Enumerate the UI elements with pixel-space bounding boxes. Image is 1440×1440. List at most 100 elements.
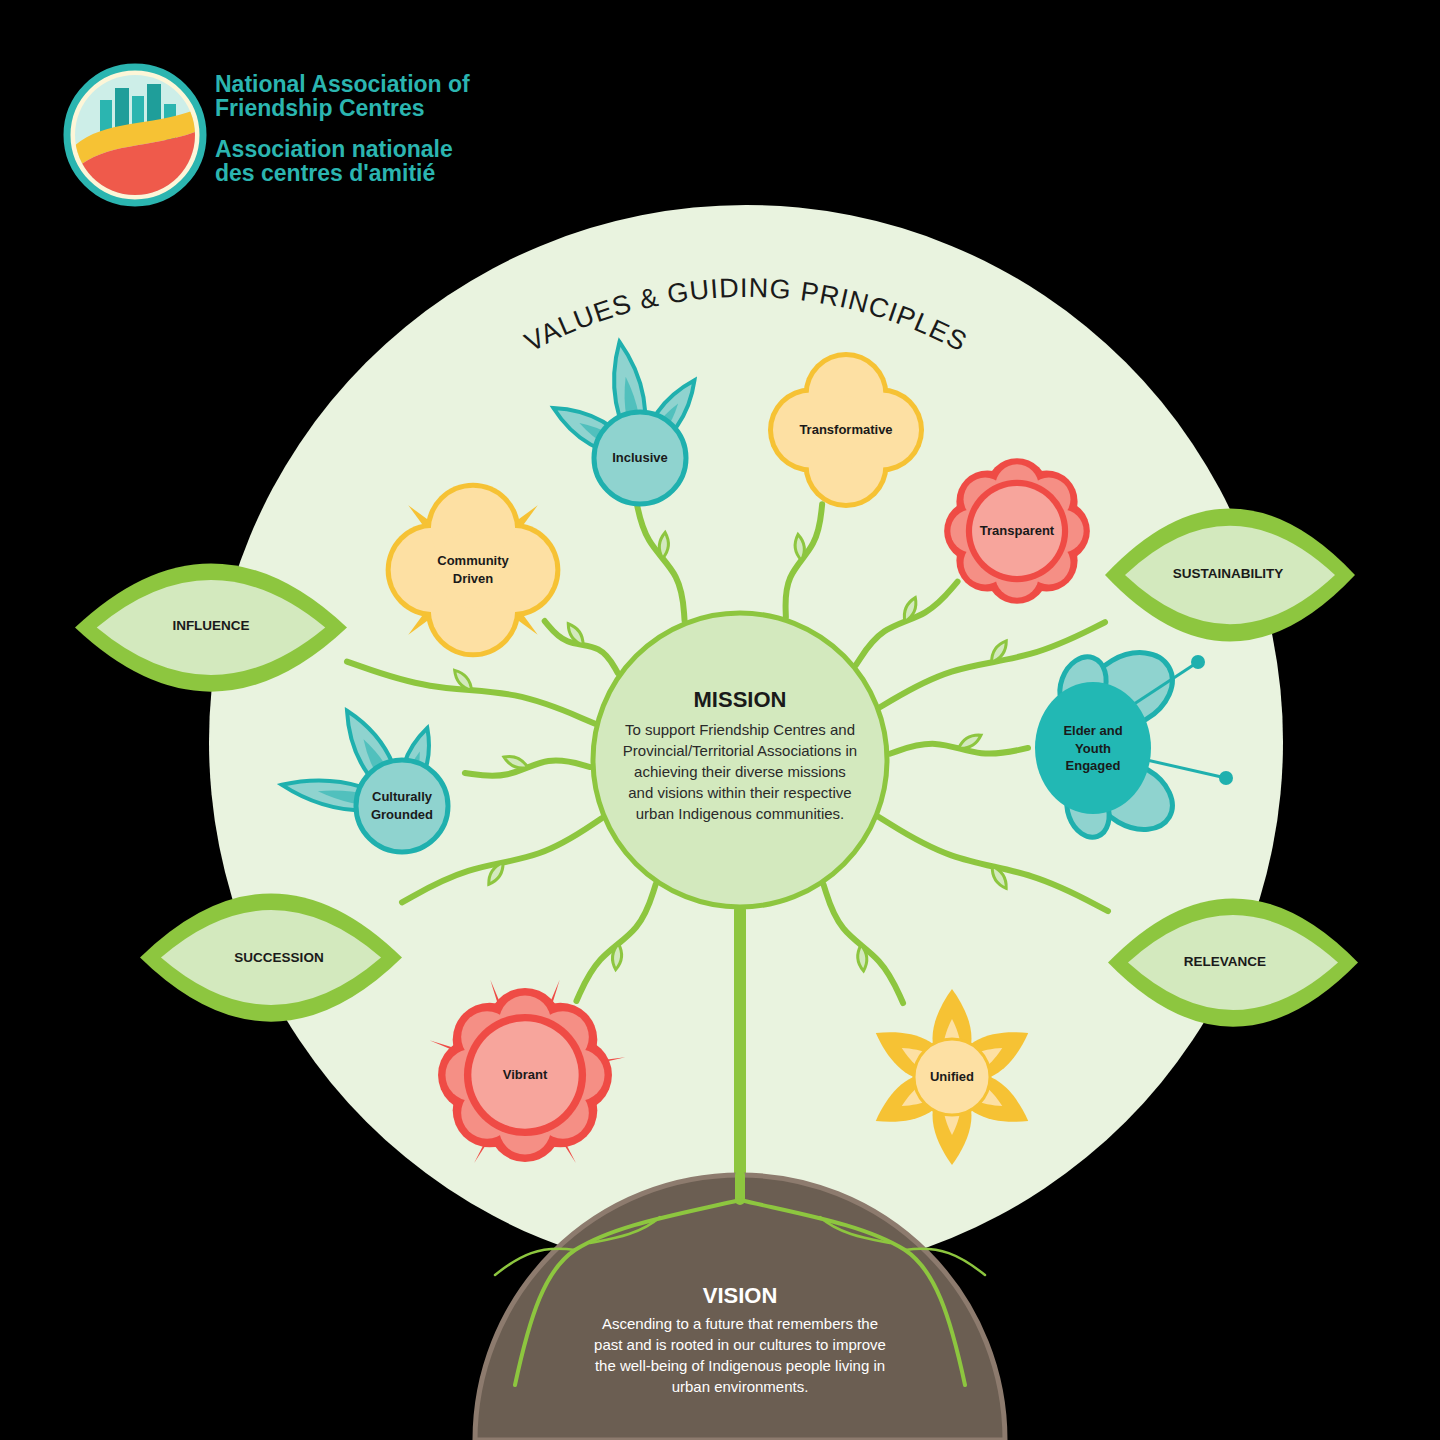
leaf-inner [97, 580, 325, 675]
stem [879, 817, 1108, 911]
text-block: Unified [912, 1068, 992, 1086]
text-block: VISION Ascending to a future that remembe… [593, 1283, 888, 1397]
antenna [1138, 758, 1226, 778]
stem-leaf [485, 860, 507, 887]
node-label: Transparent [974, 522, 1060, 540]
leaf-node: SUCCESSION [140, 890, 402, 1025]
node-shape [385, 482, 561, 658]
flower-node: Unified [858, 990, 1048, 1165]
root [820, 1217, 890, 1243]
stem [545, 621, 618, 673]
node-body: Ascending to a future that remembers the… [593, 1313, 888, 1397]
root [590, 1217, 660, 1243]
stem [824, 885, 903, 1003]
title: VALUES & GUIDING PRINCIPLES [520, 273, 972, 358]
stem-leaf [611, 943, 623, 970]
stem-leaf [956, 731, 983, 752]
stem-leaf [857, 945, 868, 972]
root [735, 1175, 745, 1200]
stem-leaf [502, 753, 529, 772]
leaf-outline [75, 563, 347, 691]
flower-node: Community Driven [385, 482, 561, 658]
flower-centre [1035, 682, 1151, 814]
stem-leaf [988, 638, 1010, 665]
leaf-inner [1125, 526, 1335, 624]
text-block: Vibrant [485, 1066, 565, 1084]
logo-ground [70, 130, 200, 200]
flower-ring [464, 1014, 586, 1136]
logo [67, 67, 203, 203]
vision-mound: VISION Ascending to a future that remembe… [475, 1175, 1005, 1440]
node-label: VISION [593, 1283, 888, 1309]
stem-leaf [901, 596, 920, 623]
flower-node: Transformative [768, 352, 924, 508]
node-label: SUSTAINABILITY [1143, 565, 1313, 583]
node-label: Vibrant [485, 1066, 565, 1084]
flower-centre [356, 760, 448, 852]
mission-circle: MISSION To support Friendship Centres and… [590, 610, 890, 910]
logo-ring [67, 67, 203, 203]
text-block: Transformative [791, 421, 901, 439]
flower-node: Inclusive [520, 338, 690, 503]
text-block: MISSION To support Friendship Centres and… [620, 687, 860, 824]
stem [576, 884, 655, 1001]
node-shape [590, 610, 890, 910]
flower-centre [435, 532, 511, 608]
text-block: SUCCESSION [194, 949, 364, 967]
node-label: Unified [912, 1068, 992, 1086]
stem-leaf [451, 667, 475, 693]
node-label: SUCCESSION [194, 949, 364, 967]
flower-node: Vibrant [432, 985, 617, 1170]
antenna-dot [1191, 655, 1205, 669]
trunk [734, 910, 746, 1175]
text-block: Elder and Youth Engaged [1053, 722, 1133, 775]
antenna [1128, 662, 1198, 708]
stem-leaf [794, 534, 806, 561]
logo-text: Association nationale des centres d'amit… [215, 137, 495, 185]
text-block: Transparent [974, 522, 1060, 540]
leaf-node: INFLUENCE [75, 560, 347, 695]
text-block: Inclusive [601, 449, 679, 467]
flower-centre [471, 1021, 578, 1128]
leaf-node: RELEVANCE [1108, 895, 1358, 1030]
flower-centre [594, 412, 686, 504]
leaf-outline [1105, 509, 1355, 642]
node-label: Culturally Grounded [359, 788, 445, 823]
text-block: Community Driven [428, 552, 518, 587]
stem [856, 582, 958, 665]
node-label: MISSION [620, 687, 860, 713]
logo-art [70, 70, 200, 200]
node-label: Elder and Youth Engaged [1053, 722, 1133, 775]
flower-node: Elder and Youth Engaged [1028, 655, 1168, 835]
stem [636, 497, 685, 620]
logo-text: National Association of Friendship Centr… [215, 72, 495, 120]
root [495, 1249, 575, 1275]
text-block: SUSTAINABILITY [1143, 565, 1313, 583]
stem [347, 662, 594, 724]
logo-sky [70, 70, 200, 200]
node-body: To support Friendship Centres and Provin… [620, 720, 860, 825]
flower-node: Culturally Grounded [270, 690, 465, 865]
node-shape [270, 690, 465, 865]
root [905, 1249, 985, 1275]
leaf-inner [1128, 915, 1338, 1010]
node-label: INFLUENCE [126, 617, 296, 635]
soil [475, 1175, 1005, 1440]
leaf-node: SUSTAINABILITY [1105, 505, 1355, 645]
values-circle [209, 205, 1283, 1279]
text-block: Culturally Grounded [359, 788, 445, 823]
stem-leaf [565, 621, 587, 647]
mission-ring [593, 613, 887, 907]
node-label: RELEVANCE [1140, 953, 1310, 971]
stem-leaf [988, 864, 1010, 891]
leaf-outline [1108, 898, 1358, 1026]
flower-ring [966, 480, 1068, 582]
leaf-inner [161, 910, 381, 1005]
antenna-dot [1219, 771, 1233, 785]
flower-centre [972, 486, 1062, 576]
node-label: Inclusive [601, 449, 679, 467]
stem [786, 504, 823, 617]
